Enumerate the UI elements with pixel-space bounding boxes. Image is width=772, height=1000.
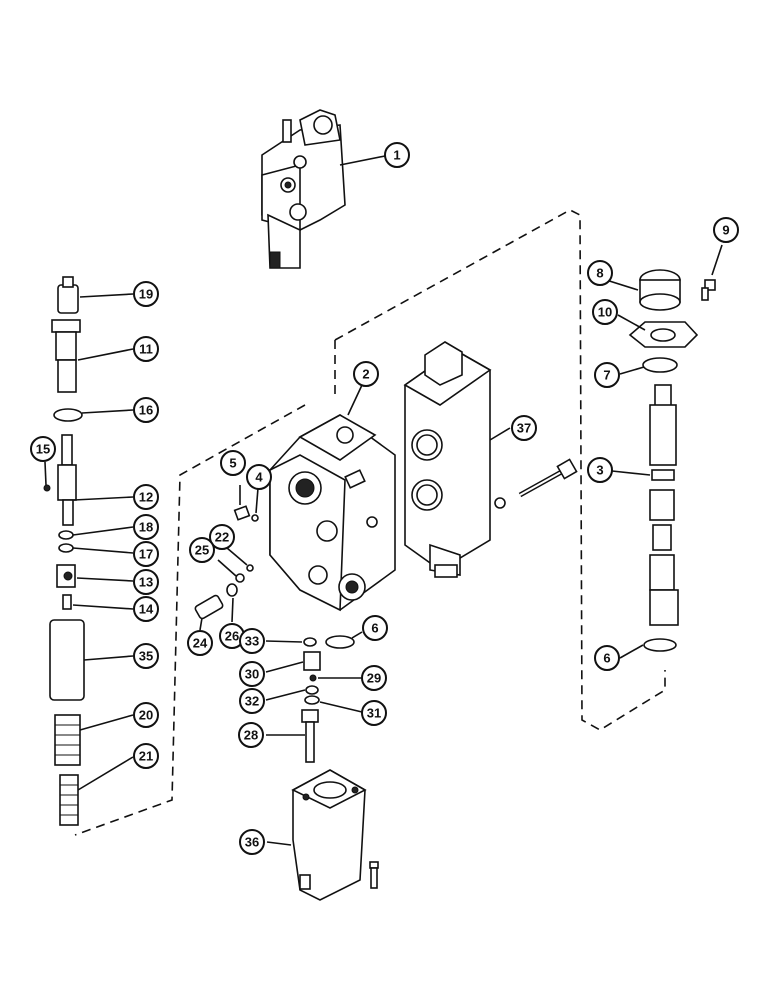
- long-bolt: [494, 458, 578, 509]
- callout-26: 26: [219, 623, 245, 649]
- callout-24: 24: [187, 630, 213, 656]
- svg-text:4: 4: [255, 470, 263, 485]
- callout-30: 30: [239, 661, 265, 687]
- callout-22: 22: [209, 524, 235, 550]
- callout-5: 5: [220, 450, 246, 476]
- svg-text:15: 15: [36, 442, 50, 457]
- svg-text:12: 12: [139, 490, 153, 505]
- svg-text:6: 6: [603, 651, 610, 666]
- callout-18: 18: [133, 514, 159, 540]
- svg-text:6: 6: [371, 621, 378, 636]
- callout-13: 13: [133, 569, 159, 595]
- svg-text:26: 26: [225, 629, 239, 644]
- svg-text:5: 5: [229, 456, 236, 471]
- callout-17: 17: [133, 541, 159, 567]
- svg-text:36: 36: [245, 835, 259, 850]
- callout-4: 4: [246, 464, 272, 490]
- svg-text:24: 24: [193, 636, 208, 651]
- callouts: 1 2 3 4 5 6 6 7 8 9 10 11 12 13 14 15 16…: [30, 142, 739, 855]
- callout-14: 14: [133, 596, 159, 622]
- callout-19: 19: [133, 281, 159, 307]
- svg-text:16: 16: [139, 403, 153, 418]
- callout-20: 20: [133, 702, 159, 728]
- callout-28: 28: [238, 722, 264, 748]
- valve-body: [269, 384, 396, 612]
- svg-text:13: 13: [139, 575, 153, 590]
- callout-31: 31: [361, 700, 387, 726]
- callout-6-right: 6: [594, 645, 620, 671]
- svg-text:10: 10: [598, 305, 612, 320]
- callout-15: 15: [30, 436, 56, 462]
- svg-text:14: 14: [139, 602, 154, 617]
- callout-37: 37: [511, 415, 537, 441]
- callout-29: 29: [361, 665, 387, 691]
- svg-text:2: 2: [362, 367, 369, 382]
- callout-36: 36: [239, 829, 265, 855]
- callout-11: 11: [133, 336, 159, 362]
- spool: [611, 384, 679, 626]
- right-cap-stack: [602, 244, 723, 659]
- callout-33: 33: [239, 628, 265, 654]
- callout-9: 9: [713, 217, 739, 243]
- callout-35: 35: [133, 643, 159, 669]
- svg-text:17: 17: [139, 547, 153, 562]
- left-column-parts: [43, 276, 134, 826]
- callout-1: 1: [384, 142, 410, 168]
- valve-assembly: [261, 109, 386, 269]
- svg-text:28: 28: [244, 728, 258, 743]
- callout-2: 2: [353, 361, 379, 387]
- svg-text:9: 9: [722, 223, 729, 238]
- svg-text:18: 18: [139, 520, 153, 535]
- spool-housing: [403, 341, 511, 578]
- callout-16: 16: [133, 397, 159, 423]
- svg-text:21: 21: [139, 749, 153, 764]
- svg-text:30: 30: [245, 667, 259, 682]
- right-group-outline: [334, 209, 666, 731]
- svg-text:1: 1: [393, 148, 400, 163]
- svg-text:22: 22: [215, 530, 229, 545]
- svg-text:7: 7: [603, 368, 610, 383]
- left-group-outline: [74, 404, 306, 836]
- callout-3: 3: [587, 457, 613, 483]
- callout-32: 32: [239, 688, 265, 714]
- svg-text:8: 8: [596, 266, 603, 281]
- svg-text:20: 20: [139, 708, 153, 723]
- end-cover: [266, 769, 379, 901]
- svg-text:19: 19: [139, 287, 153, 302]
- center-small-parts: [194, 485, 363, 763]
- callout-10: 10: [592, 299, 618, 325]
- svg-text:3: 3: [596, 463, 603, 478]
- svg-text:25: 25: [195, 543, 209, 558]
- svg-text:33: 33: [245, 634, 259, 649]
- callout-12: 12: [133, 484, 159, 510]
- svg-text:29: 29: [367, 671, 381, 686]
- svg-text:37: 37: [517, 421, 531, 436]
- callout-25: 25: [189, 537, 215, 563]
- callout-7: 7: [594, 362, 620, 388]
- svg-text:11: 11: [139, 342, 153, 357]
- callout-8: 8: [587, 260, 613, 286]
- svg-text:35: 35: [139, 649, 153, 664]
- svg-text:32: 32: [245, 694, 259, 709]
- callout-6-center: 6: [362, 615, 388, 641]
- callout-21: 21: [133, 743, 159, 769]
- svg-text:31: 31: [367, 706, 381, 721]
